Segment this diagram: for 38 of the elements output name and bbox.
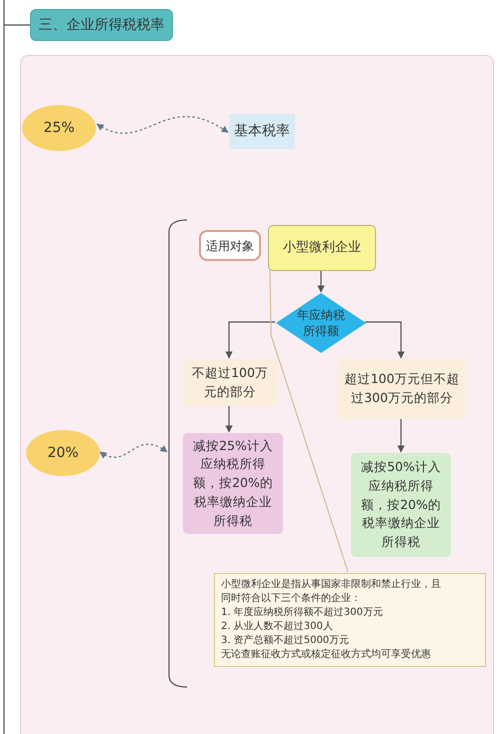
- arrow: [317, 270, 325, 293]
- arrow: [397, 418, 405, 453]
- arrow: [225, 321, 275, 359]
- process-box: [268, 225, 376, 271]
- node-text: 小型微利企业: [283, 239, 361, 258]
- panel-background: [20, 55, 494, 734]
- note-line: 2. 从业人数不超过300人: [221, 620, 333, 634]
- arrow: [225, 405, 233, 433]
- connector-line: [3, 0, 31, 734]
- node-text: 适用对象: [206, 238, 254, 254]
- node-text: 不超过100万元的部分: [191, 364, 269, 400]
- node-text: 年应纳税所得额: [296, 306, 346, 340]
- note-box: [214, 573, 486, 667]
- node-text: 25%: [43, 118, 75, 138]
- node-text: 三、企业所得税税率: [38, 16, 164, 34]
- node-text: 基本税率: [234, 122, 290, 141]
- note-line: 1. 年度应纳税所得额不超过300万元: [221, 606, 383, 620]
- tag-box: [199, 230, 261, 261]
- connector-line: [270, 270, 348, 572]
- node-text: 20%: [47, 444, 79, 462]
- rate-ellipse: [22, 105, 96, 151]
- decision-diamond: [276, 293, 366, 353]
- process-box: [183, 359, 277, 406]
- bracket: [167, 219, 187, 688]
- note-line: 3. 资产总额不超过5000万元: [221, 634, 350, 648]
- arrow: [365, 321, 405, 359]
- node-text: 减按25%计入应纳税所得额，按20%的税率缴纳企业所得税: [192, 436, 274, 530]
- node-text: 减按50%计入应纳税所得额，按20%的税率缴纳企业所得税: [360, 458, 442, 552]
- dotted-arrow: [99, 444, 168, 458]
- result-box: [183, 433, 283, 534]
- node-text: 超过100万元但不超过300万元的部分: [344, 370, 460, 407]
- dotted-arrow: [96, 116, 229, 134]
- result-box: [351, 453, 451, 557]
- label-box: [229, 114, 295, 149]
- note-line: 无论查账征收方式或核定征收方式均可享受优惠: [221, 648, 431, 662]
- title-box: [30, 9, 173, 41]
- note-line: 小型微利企业是指从事国家非限制和禁止行业，且同时符合以下三个条件的企业：: [221, 578, 442, 606]
- process-box: [338, 359, 466, 419]
